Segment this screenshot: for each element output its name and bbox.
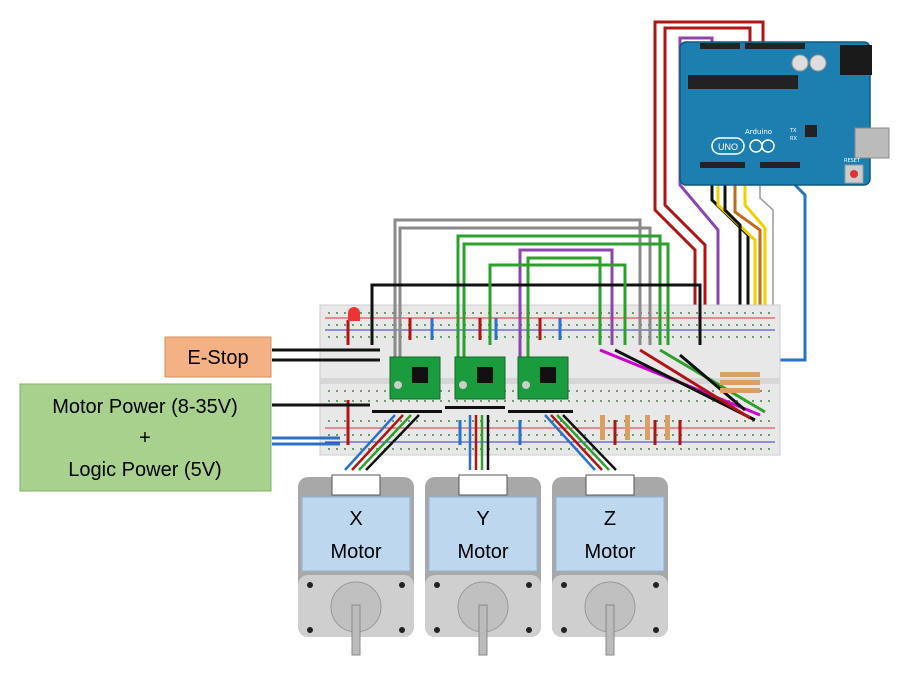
breadboard-wires: [346, 218, 766, 445]
estop-led: [348, 307, 360, 321]
motor-y-label: Motor: [457, 541, 508, 563]
estop-label: E-Stop: [187, 347, 248, 369]
motor-y-axis: Y: [476, 508, 489, 530]
estop-box: E-Stop: [164, 336, 272, 378]
motor-wires: [344, 414, 617, 471]
power-label-logic: Logic Power (5V): [68, 459, 221, 481]
driver-y: [454, 356, 506, 400]
arduino-uno-label: UNO: [718, 142, 738, 152]
arduino-reset-label: RESET: [844, 158, 861, 164]
motor-y: Y Motor: [425, 474, 541, 656]
resistors: [600, 372, 760, 440]
arduino-uno-board: UNO Arduino TX RX RESET: [679, 41, 890, 186]
power-label-plus: +: [139, 427, 151, 449]
arduino-tx-label: TX: [789, 128, 797, 134]
external-leads: [272, 348, 380, 446]
motor-x: X Motor: [298, 474, 414, 656]
arduino-brand: Arduino: [745, 128, 772, 136]
motor-z-axis: Z: [604, 508, 616, 530]
motor-z-label: Motor: [584, 541, 635, 563]
stepper-drivers: [372, 356, 573, 413]
driver-z: [517, 356, 569, 400]
driver-x: [389, 356, 441, 400]
motor-x-axis: X: [349, 508, 362, 530]
motor-x-label: Motor: [330, 541, 381, 563]
power-label-motor: Motor Power (8-35V): [52, 396, 238, 418]
power-box: Motor Power (8-35V) + Logic Power (5V): [19, 383, 272, 492]
arduino-rx-label: RX: [790, 136, 797, 142]
motor-z: Z Motor: [552, 474, 668, 656]
